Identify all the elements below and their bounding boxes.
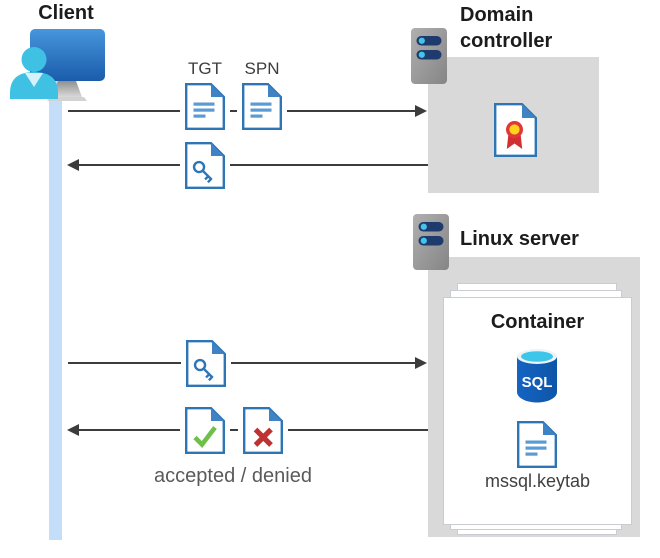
- tgt-document-icon: [185, 83, 225, 130]
- certificate-icon: [494, 103, 537, 157]
- key-document-icon: [186, 340, 226, 387]
- linux-server-label: Linux server: [460, 228, 579, 250]
- sql-database-icon: SQL: [515, 347, 559, 403]
- arrowhead-left-icon: [67, 159, 79, 171]
- server-icon: [410, 27, 448, 85]
- arrowhead-right-icon: [415, 105, 427, 117]
- user-at-monitor-icon: [8, 24, 116, 102]
- accepted-denied-label: accepted / denied: [154, 465, 312, 487]
- keytab-filename-label: mssql.keytab: [484, 471, 591, 491]
- x-document-icon: [243, 407, 283, 454]
- client-lifeline: [49, 74, 62, 540]
- sql-logo-text: SQL: [522, 374, 553, 391]
- container-page-front: [443, 297, 632, 525]
- arrowhead-right-icon: [415, 357, 427, 369]
- check-document-icon: [185, 407, 225, 454]
- arrow-present-ticket: [68, 362, 416, 364]
- client-label: Client: [38, 2, 94, 24]
- arrow-return-ticket: [79, 164, 428, 166]
- domain-controller-label: Domain controller: [460, 4, 553, 52]
- spn-label: SPN: [244, 59, 280, 78]
- key-document-icon: [185, 142, 225, 189]
- spn-document-icon: [242, 83, 282, 130]
- arrowhead-left-icon: [67, 424, 79, 436]
- keytab-document-icon: [517, 421, 557, 468]
- server-icon: [412, 213, 450, 271]
- tgt-label: TGT: [188, 59, 222, 78]
- container-label: Container: [490, 311, 585, 333]
